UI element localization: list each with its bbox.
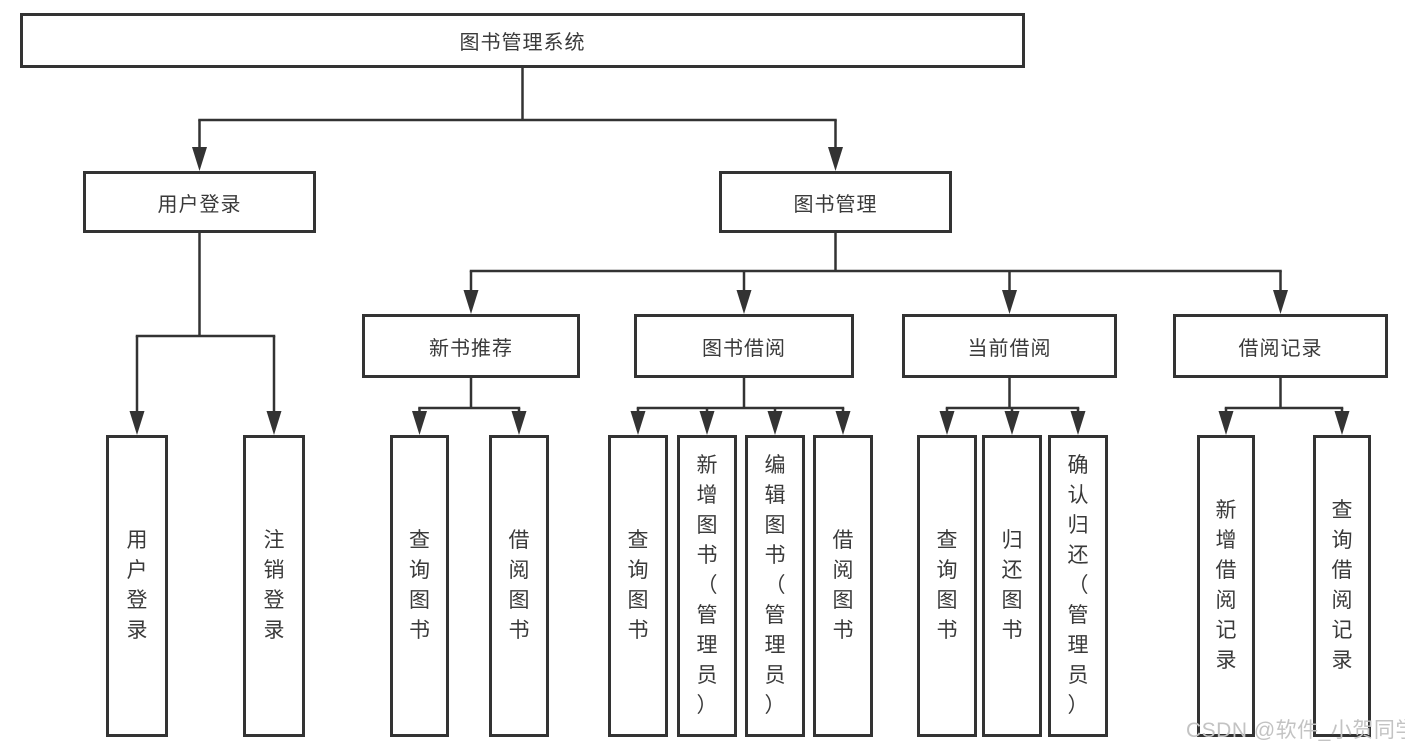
node-label: 借阅图书	[508, 529, 530, 642]
arrowhead-icon	[463, 290, 479, 314]
arrowhead-icon	[1004, 411, 1020, 435]
node-label: 新书推荐	[429, 337, 513, 360]
node-label: 用户登录	[157, 193, 242, 216]
arrowhead-icon	[828, 147, 843, 171]
node-label: 编辑图书（管理员）	[764, 454, 786, 717]
node-leaf-bb-edit: 编辑图书（管理员）	[745, 435, 805, 737]
watermark-text: CSDN @软件_小贺同学	[1186, 719, 1405, 742]
node-label: 查询图书	[936, 529, 958, 642]
arrowhead-icon	[736, 290, 752, 314]
node-label: 图书管理	[793, 193, 878, 216]
arrowhead-icon	[1002, 290, 1017, 314]
arrowhead-icon	[129, 411, 145, 435]
node-leaf-cb-return: 归还图书	[982, 435, 1042, 737]
node-leaf-bb-borrow: 借阅图书	[813, 435, 873, 737]
node-label: 新增借阅记录	[1215, 499, 1237, 672]
node-label: 查询借阅记录	[1331, 499, 1353, 672]
node-book-mgmt: 图书管理	[719, 171, 952, 233]
node-label: 图书借阅	[702, 337, 786, 360]
node-leaf-cb-confirm: 确认归还（管理员）	[1048, 435, 1108, 737]
node-label: 注销登录	[263, 529, 285, 642]
node-leaf-cb-query: 查询图书	[917, 435, 977, 737]
arrowhead-icon	[511, 411, 527, 435]
node-leaf-bb-add: 新增图书（管理员）	[677, 435, 737, 737]
node-current-borrow: 当前借阅	[902, 314, 1117, 378]
node-user-login: 用户登录	[83, 171, 316, 233]
node-label: 用户登录	[126, 529, 148, 642]
arrowhead-icon	[699, 411, 715, 435]
node-new-book-rec: 新书推荐	[362, 314, 580, 378]
arrowhead-icon	[266, 411, 282, 435]
arrowhead-icon	[192, 147, 207, 171]
node-label: 查询图书	[409, 529, 430, 642]
arrowhead-icon	[835, 411, 851, 435]
node-leaf-bb-query: 查询图书	[608, 435, 668, 737]
arrowhead-icon	[767, 411, 783, 435]
arrowhead-icon	[1070, 411, 1086, 435]
node-label: 当前借阅	[967, 337, 1052, 360]
node-label: 新增图书（管理员）	[696, 454, 718, 717]
node-root: 图书管理系统	[20, 13, 1025, 68]
node-label: 借阅记录	[1238, 337, 1323, 360]
arrowhead-icon	[630, 411, 646, 435]
node-leaf-login: 用户登录	[106, 435, 168, 737]
node-borrow-record: 借阅记录	[1173, 314, 1388, 378]
node-book-borrow: 图书借阅	[634, 314, 854, 378]
node-label: 图书管理系统	[459, 32, 586, 54]
arrowhead-icon	[1273, 290, 1288, 314]
arrowhead-icon	[939, 411, 955, 435]
arrowhead-icon	[412, 411, 427, 435]
node-leaf-rec-query: 查询图书	[390, 435, 449, 737]
node-label: 确认归还（管理员）	[1067, 454, 1089, 717]
node-leaf-logout: 注销登录	[243, 435, 305, 737]
arrowhead-icon	[1218, 411, 1234, 435]
node-label: 借阅图书	[832, 529, 854, 642]
node-label: 归还图书	[1001, 529, 1023, 642]
node-label: 查询图书	[627, 529, 649, 642]
node-leaf-rec-borrow: 借阅图书	[489, 435, 549, 737]
arrowhead-icon	[1334, 411, 1350, 435]
node-leaf-br-query: 查询借阅记录	[1313, 435, 1371, 737]
node-leaf-br-add: 新增借阅记录	[1197, 435, 1255, 737]
